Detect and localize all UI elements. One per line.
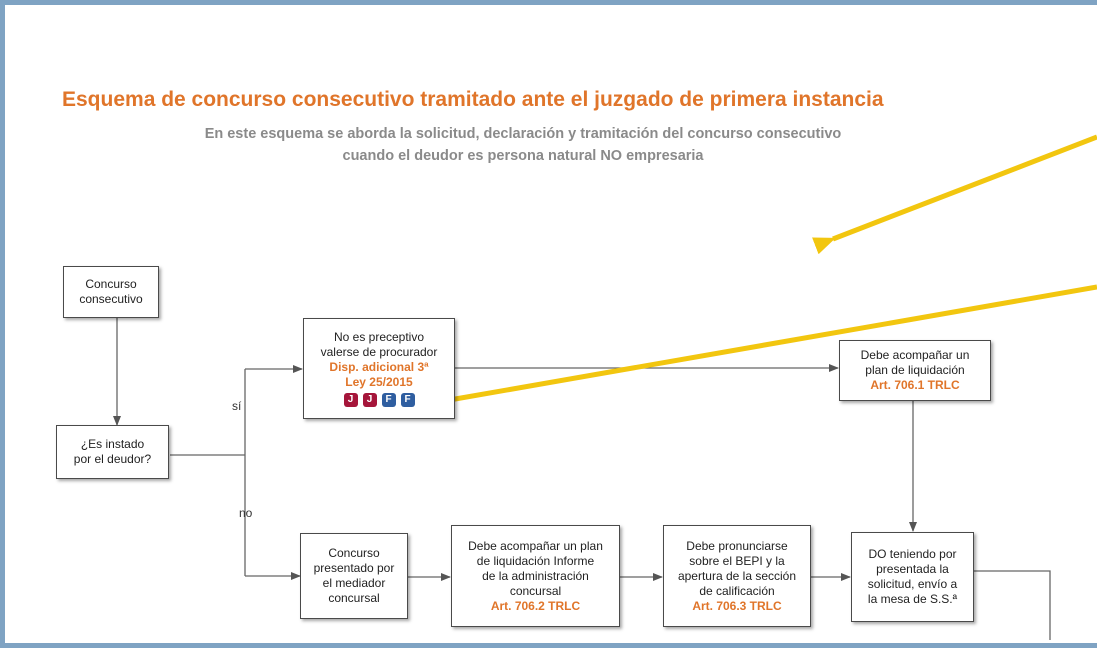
node-procurador: No es preceptivo valerse de procurador D… bbox=[303, 318, 455, 419]
badge-f-icon: F bbox=[400, 393, 415, 407]
edge-label-yes: sí bbox=[232, 399, 242, 413]
node-do-presentada: DO teniendo por presentada la solicitud,… bbox=[851, 532, 974, 622]
badge-f-icon: F bbox=[381, 393, 396, 407]
node-acompanar-plan: Debe acompañar un plan de liquidación Ar… bbox=[839, 340, 991, 401]
highlight-line-badges bbox=[437, 284, 1097, 405]
node-concurso-consecutivo: Concurso consecutivo bbox=[63, 266, 159, 318]
page-subtitle: En este esquema se aborda la solicitud, … bbox=[100, 123, 946, 167]
page-title: Esquema de concurso consecutivo tramitad… bbox=[62, 88, 884, 111]
node-mediador: Concurso presentado por el mediador conc… bbox=[300, 533, 408, 619]
node-bepi: Debe pronunciarse sobre el BEPI y la ape… bbox=[663, 525, 811, 627]
badge-j-icon: J bbox=[362, 393, 377, 407]
subtitle-line-2: cuando el deudor es persona natural NO e… bbox=[342, 148, 704, 164]
edge-do-exit bbox=[974, 570, 1051, 640]
edge-label-no: no bbox=[239, 506, 253, 520]
badge-j-icon: J bbox=[343, 393, 358, 407]
subtitle-line-1: En este esquema se aborda la solicitud, … bbox=[204, 126, 842, 142]
node-plan-liquidacion-informe: Debe acompañar un plan de liquidación In… bbox=[451, 525, 620, 627]
badge-row: J J F F bbox=[343, 393, 415, 407]
node-es-instado: ¿Es instado por el deudor? bbox=[56, 425, 169, 479]
highlight-arrow-icon bbox=[812, 134, 1097, 255]
